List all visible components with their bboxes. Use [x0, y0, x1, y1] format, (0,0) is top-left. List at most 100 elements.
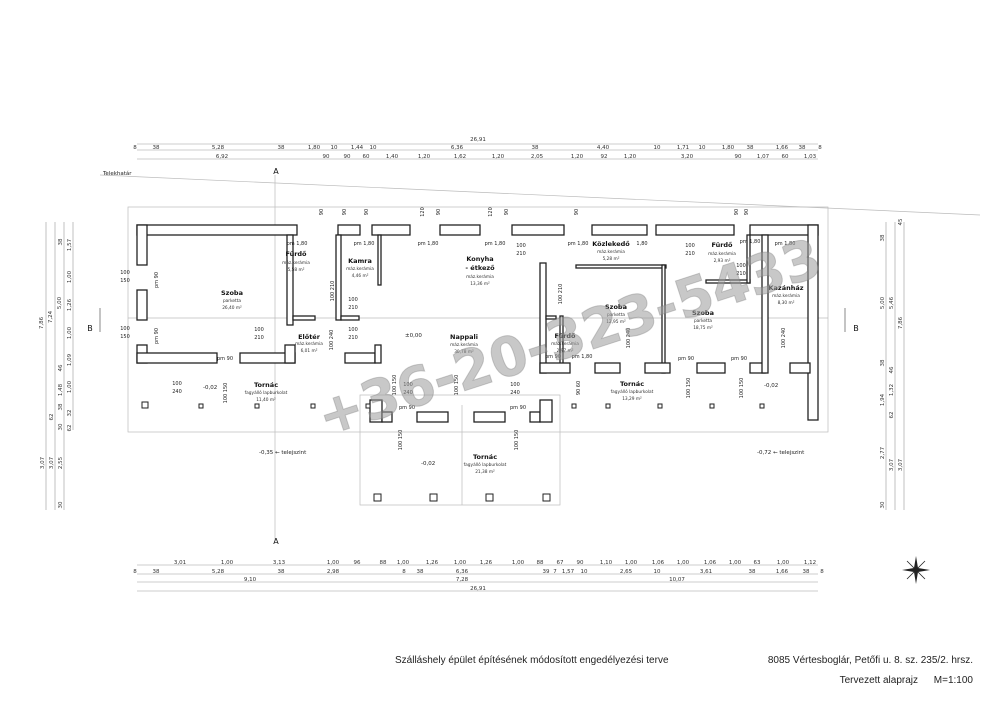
opening-label: pm 1,80: [485, 241, 506, 247]
dim: 10,07: [669, 577, 685, 583]
dim: 1,00: [67, 380, 73, 393]
opening-label: 90: [574, 209, 580, 215]
dim: 8: [133, 569, 137, 575]
dim: 38: [153, 145, 160, 151]
dimensions-left: 7,86 7,24 5,00 38 1,57 1,00 1,26 1,00 1,…: [39, 238, 73, 508]
level-marks: ±0,00 -0,02 -0,35 ← telejszint -0,02 -0,…: [203, 333, 805, 467]
level-mark: -0,72 ← telejszint: [757, 450, 805, 456]
dim: 1,10: [600, 560, 613, 566]
opening-label: pm 90: [399, 405, 415, 411]
opening-label: 100 150: [454, 375, 460, 396]
opening-label: 210: [736, 271, 746, 277]
dim: 8: [402, 569, 406, 575]
dim: 90: [577, 560, 584, 566]
dim: 1,80: [722, 145, 735, 151]
opening-label: 100 150: [223, 383, 229, 404]
dim: 2,77: [880, 446, 886, 459]
dim: 30: [880, 501, 886, 508]
opening-label: 100: [254, 327, 264, 333]
dim: 38: [880, 234, 886, 241]
opening-label: 100 240: [329, 330, 335, 351]
dim: 1,00: [221, 560, 234, 566]
opening-label: pm 1,80: [572, 354, 593, 360]
dim: 90: [344, 154, 351, 160]
dimensions-top: 26,91 8 38 5,28 38 1,80 10 1,44 10 6,36 …: [133, 137, 822, 160]
room-area: 18,75 m²: [693, 325, 713, 331]
dim: 38: [747, 145, 754, 151]
room-name: Kamra: [348, 257, 372, 265]
pillars: [141, 401, 765, 502]
room-name-line2: - étkező: [465, 263, 495, 272]
dim: 38: [58, 238, 64, 245]
dim: 1,00: [67, 270, 73, 283]
opening-label: 90 60: [576, 381, 582, 395]
dim: 2,65: [620, 569, 633, 575]
dim: 1,00: [327, 560, 340, 566]
dim: 7: [553, 569, 557, 575]
section-b-left: B: [87, 324, 93, 333]
room-area: 8,30 m²: [778, 300, 795, 306]
dimensions-bottom: 3,01 1,00 3,13 1,00 96 88 1,00 1,26 1,00…: [133, 560, 824, 592]
opening-label: 90: [504, 209, 510, 215]
opening-label: 90: [436, 209, 442, 215]
dim: 6,92: [216, 154, 228, 160]
dim: 39: [543, 569, 550, 575]
plot-boundary-label: Telekhatár: [102, 170, 132, 177]
dim: 7,28: [456, 577, 469, 583]
opening-label: pm 90: [545, 354, 561, 360]
opening-label: 210: [516, 251, 526, 257]
room-finish: fagyálló lapburkolat: [245, 389, 288, 396]
dim: 10: [331, 145, 338, 151]
opening-label: 100 150: [514, 430, 520, 451]
dim: 62: [67, 425, 73, 432]
room-area: 4,46 m²: [352, 273, 369, 279]
dim: 92: [601, 154, 608, 160]
dim: 4,40: [597, 145, 610, 151]
opening-label: 100: [120, 270, 130, 276]
dim: 3,13: [273, 560, 286, 566]
project-address: 8085 Vértesboglár, Petőfi u. 8. sz. 235/…: [768, 655, 973, 666]
dim: 6,36: [451, 145, 464, 151]
opening-label: 100: [685, 243, 695, 249]
room-finish: máz.kerámia: [346, 265, 374, 272]
dim: 32: [67, 410, 73, 417]
opening-label: pm 1,80: [287, 241, 308, 247]
dim: 67: [557, 560, 564, 566]
opening-label: 210: [685, 251, 695, 257]
opening-label: 100: [510, 382, 520, 388]
dim: 5,28: [212, 569, 225, 575]
opening-label: 210: [348, 335, 358, 341]
dim: 3,07: [49, 456, 55, 469]
dim: 38: [799, 145, 806, 151]
dimension-lines: [45, 143, 905, 592]
level-mark: -0,35 ← telejszint: [259, 450, 307, 456]
dim-total: 26,91: [470, 586, 486, 592]
dim: 5,00: [57, 296, 63, 309]
room-area: 30,78 m²: [454, 349, 474, 355]
opening-label: 100 240: [626, 328, 632, 349]
dim: 1,26: [67, 298, 73, 311]
dim: 3,20: [681, 154, 694, 160]
dim: 1,40: [386, 154, 399, 160]
dim: 38: [417, 569, 424, 575]
dim: 2,98: [327, 569, 340, 575]
room-area: 11,40 m²: [256, 397, 276, 403]
opening-label: 1,80: [636, 241, 647, 247]
opening-label: 210: [254, 335, 264, 341]
room-finish: máz.kerámia: [450, 341, 478, 348]
room-area: 5,28 m²: [603, 256, 620, 262]
opening-label: 240: [403, 390, 413, 396]
opening-label: 120: [488, 207, 494, 217]
opening-label: pm 1,80: [740, 239, 761, 245]
dim: 1,06: [652, 560, 665, 566]
dim: 1,80: [308, 145, 321, 151]
dim: 1,00: [454, 560, 467, 566]
opening-label: 90: [364, 209, 370, 215]
dim: 1,00: [677, 560, 690, 566]
